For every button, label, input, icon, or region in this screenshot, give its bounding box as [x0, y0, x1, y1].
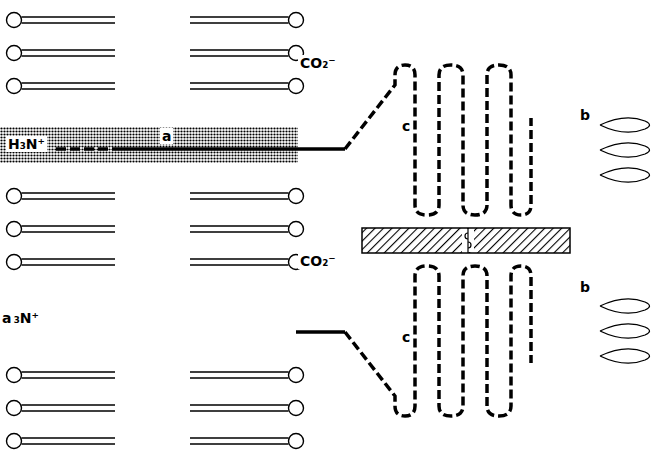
terminus-label: CO₂⁻: [298, 253, 338, 269]
domain-c-box: c: [400, 118, 505, 152]
lipid-bilayer: [7, 13, 304, 449]
domain-label: b: [578, 279, 592, 295]
disulfide-bar: [362, 228, 570, 253]
domain-label: a: [160, 128, 173, 144]
extracellular-domain: cbCO₂⁻: [298, 253, 580, 426]
terminus-label: H₃N⁺: [6, 136, 47, 152]
domain-label: a: [0, 310, 13, 326]
domain-b-box: b: [578, 107, 600, 202]
oligosaccharide-loops: [600, 118, 650, 363]
domain-b-box: b: [578, 279, 600, 374]
terminus-label: CO₂⁻: [298, 55, 338, 71]
domain-label: c: [400, 118, 412, 134]
domain-c-box: c: [400, 329, 505, 363]
transmembrane-segment: H₃N⁺a: [0, 310, 298, 346]
domain-label: b: [578, 107, 592, 123]
transmembrane-segment: H₃N⁺ a: [0, 127, 298, 163]
domain-label: c: [400, 329, 412, 345]
extracellular-domain: cbCO₂⁻: [298, 55, 580, 228]
